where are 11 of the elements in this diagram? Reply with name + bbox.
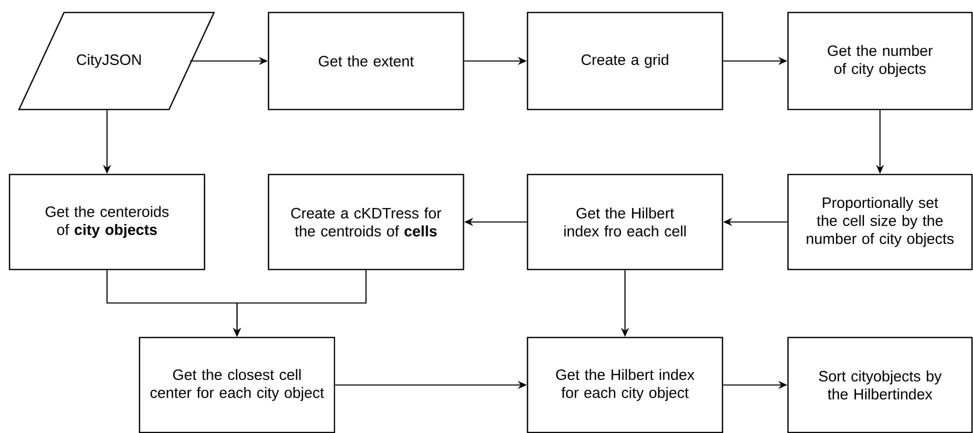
process-box: Create a grid bbox=[526, 12, 724, 110]
process-box: Get the centeroids of city objects bbox=[8, 174, 206, 270]
process-box: Get the extent bbox=[268, 12, 464, 110]
process-box: Get the Hilbert index fro each cell bbox=[526, 174, 724, 270]
process-box: Create a cKDTress for the centroids of cells bbox=[268, 174, 464, 270]
input-parallelogram: CityJSON bbox=[18, 12, 216, 110]
process-box: Get the closest cell center for each city object bbox=[138, 336, 336, 433]
process-box: Proportionally set the cell size by the number of city objects bbox=[787, 174, 973, 270]
process-box: Get the Hilbert index for each city object bbox=[526, 336, 724, 433]
process-box: Sort cityobjects by the Hilbertindex bbox=[787, 336, 973, 433]
process-box: Get the number of city objects bbox=[787, 12, 973, 110]
